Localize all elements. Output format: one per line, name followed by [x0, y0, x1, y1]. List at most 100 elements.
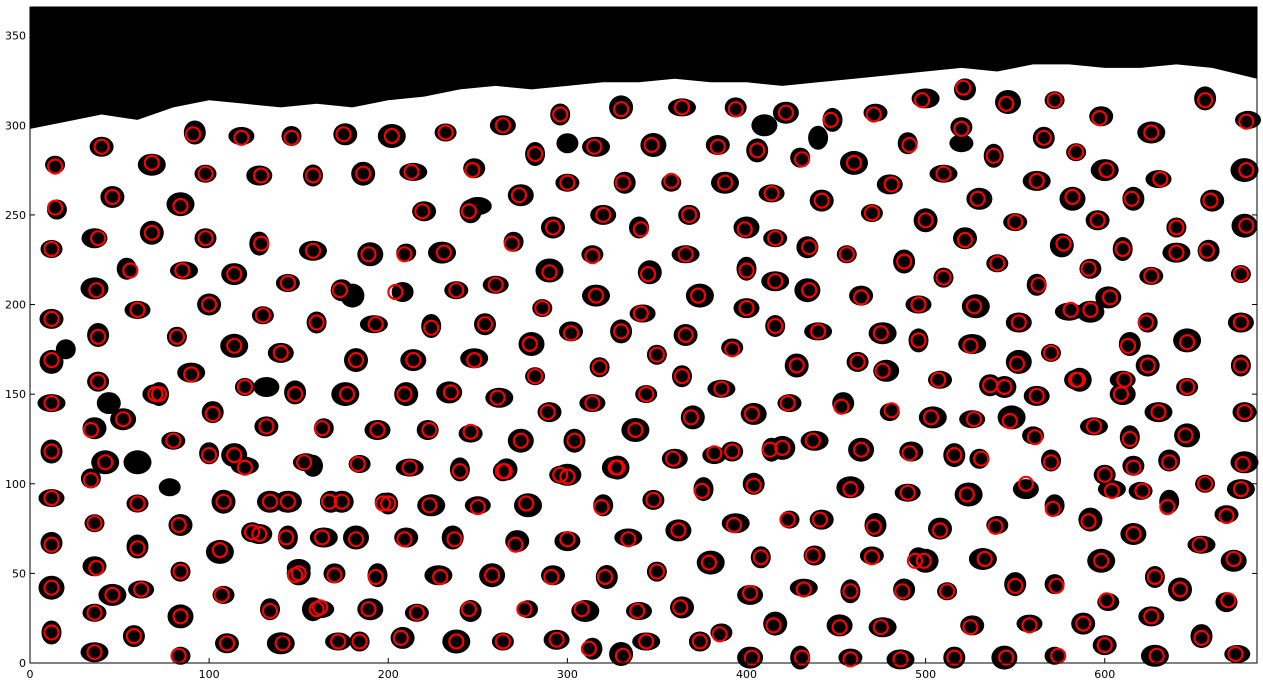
- detection-marker: [1171, 581, 1189, 598]
- detection-marker: [584, 395, 601, 412]
- detection-marker: [544, 219, 562, 236]
- y-tick-label: 150: [5, 388, 26, 401]
- detection-marker: [1096, 466, 1113, 483]
- detection-marker: [1143, 608, 1160, 625]
- cell-blob: [1071, 612, 1096, 635]
- cell-blob: [864, 513, 887, 537]
- cell-blob: [1054, 302, 1083, 321]
- cell-blob: [518, 600, 538, 619]
- cell-blob: [705, 135, 730, 155]
- cell-blob: [507, 428, 534, 453]
- detection-marker: [86, 604, 103, 621]
- cell-blob: [1005, 312, 1032, 333]
- detection-marker: [46, 158, 64, 175]
- detection-marker: [170, 516, 187, 534]
- cell-blob: [873, 359, 900, 382]
- x-tick-label: 200: [378, 668, 399, 681]
- detection-marker: [507, 536, 524, 553]
- cell-blob: [212, 585, 235, 604]
- detection-marker: [333, 493, 350, 510]
- x-tick-label: 100: [199, 668, 220, 681]
- detection-marker: [355, 165, 372, 182]
- detection-marker: [226, 447, 243, 464]
- detection-marker: [716, 174, 734, 191]
- detection-marker: [261, 493, 279, 510]
- detection-marker: [43, 443, 60, 460]
- detection-marker: [906, 552, 924, 569]
- detection-marker: [587, 287, 605, 304]
- detection-marker: [172, 197, 189, 215]
- detection-marker: [446, 531, 463, 548]
- detection-marker: [1196, 475, 1214, 492]
- detection-marker: [211, 541, 228, 559]
- detection-marker: [380, 495, 397, 512]
- detection-marker: [1161, 454, 1178, 471]
- detection-marker: [745, 477, 762, 494]
- detection-marker: [261, 602, 279, 620]
- y-tick-label: 0: [19, 657, 26, 670]
- detection-marker: [82, 421, 100, 439]
- detection-marker: [213, 586, 230, 604]
- detection-marker: [852, 289, 870, 306]
- detection-marker: [278, 529, 295, 546]
- cell-blob: [91, 450, 120, 475]
- cell-blob: [1226, 479, 1255, 500]
- detection-marker: [591, 359, 608, 376]
- cell-blob: [98, 583, 127, 606]
- y-tick-label: 250: [5, 209, 26, 222]
- detection-marker: [279, 493, 296, 510]
- cell-blob: [177, 362, 206, 383]
- detection-marker: [86, 644, 103, 661]
- detection-marker: [174, 262, 191, 279]
- detection-marker: [360, 246, 377, 263]
- cell-blob: [772, 101, 799, 124]
- detection-marker: [1042, 344, 1060, 361]
- detection-marker: [88, 282, 105, 299]
- detection-marker: [1137, 314, 1155, 331]
- detection-marker: [872, 325, 889, 342]
- detection-marker: [989, 255, 1006, 272]
- cell-blob: [460, 348, 489, 369]
- detection-marker: [763, 185, 780, 202]
- detection-marker: [711, 626, 728, 643]
- detection-marker: [1125, 459, 1142, 476]
- detection-marker: [204, 405, 221, 422]
- cell-blob: [400, 349, 427, 372]
- detection-marker: [516, 601, 533, 618]
- detection-marker: [1017, 475, 1035, 492]
- cell-blob: [928, 517, 952, 540]
- detection-marker: [287, 386, 304, 403]
- detection-marker: [1196, 92, 1214, 109]
- detection-marker: [408, 604, 425, 621]
- cell-blob: [665, 519, 692, 542]
- cell-blob: [893, 578, 916, 601]
- detection-marker: [218, 635, 236, 652]
- detection-marker: [793, 649, 811, 666]
- cell-blob: [559, 321, 583, 342]
- cell-blob: [1080, 417, 1108, 436]
- detection-marker: [46, 199, 64, 216]
- detection-marker: [901, 136, 918, 154]
- detection-marker: [122, 262, 139, 279]
- detection-marker: [215, 493, 232, 510]
- detection-marker: [387, 283, 404, 301]
- detection-marker: [296, 454, 313, 471]
- detection-marker: [1080, 260, 1097, 277]
- cell-blob: [197, 293, 222, 316]
- cell-blob: [221, 263, 248, 286]
- detection-marker: [125, 627, 142, 645]
- detection-marker: [460, 601, 477, 618]
- cell-blob: [992, 376, 1017, 398]
- detection-marker: [910, 296, 927, 313]
- detection-marker: [1168, 219, 1185, 236]
- detection-marker: [664, 450, 682, 467]
- detection-marker: [236, 459, 253, 476]
- cell-blob: [707, 379, 736, 398]
- detection-marker: [104, 188, 121, 206]
- detection-marker: [774, 439, 791, 456]
- detection-marker: [253, 235, 270, 252]
- detection-marker: [543, 568, 560, 586]
- cell-blob: [205, 539, 234, 564]
- x-tick-label: 500: [915, 668, 936, 681]
- detection-marker: [326, 567, 343, 584]
